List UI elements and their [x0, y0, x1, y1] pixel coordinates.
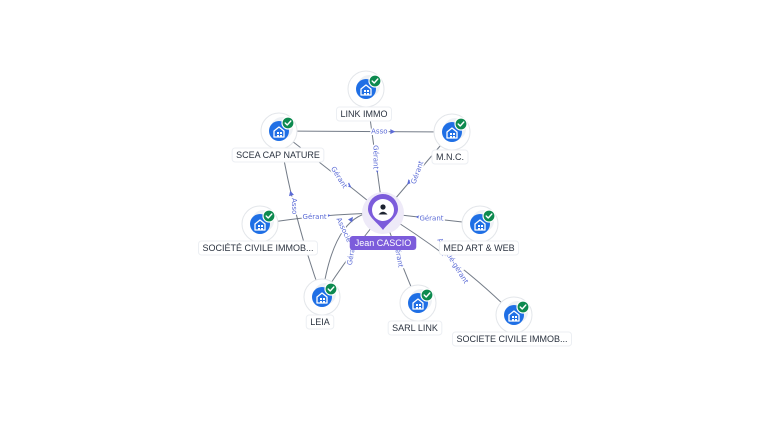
company-node-sci2[interactable]: SOCIETE CIVILE IMMOB...	[451, 296, 573, 347]
company-node-link-immo[interactable]: LINK IMMO	[335, 70, 393, 122]
node-label-text: M.N.C.	[436, 152, 464, 162]
verified-check-icon	[262, 209, 276, 223]
edge-arrow-icon	[415, 214, 421, 220]
building-icon	[360, 84, 372, 96]
node-label: SARL LINK	[387, 320, 443, 336]
verified-check-icon	[454, 117, 468, 131]
edge-arrow-icon	[374, 167, 380, 174]
node-label: LINK IMMO	[335, 106, 393, 122]
edge-label: Gérant	[371, 145, 379, 169]
center-label: Jean CASCIO	[349, 236, 417, 250]
person-icon	[378, 204, 388, 215]
building-icon	[254, 219, 266, 231]
edge-arrow-icon	[345, 182, 352, 188]
verified-check-icon	[368, 74, 382, 88]
center-inner	[372, 199, 394, 221]
edge-arrow-icon	[348, 216, 353, 223]
edge-label: Asso	[290, 198, 299, 215]
company-node-leia[interactable]: LEIA	[303, 278, 341, 330]
edge-label: Gérant	[303, 213, 327, 221]
node-label: LEIA	[305, 314, 335, 330]
verified-check-icon	[482, 209, 496, 223]
node-label-text: SOCIÉTÉ CIVILE IMMOB...	[202, 243, 313, 253]
node-label: M.N.C.	[431, 149, 469, 165]
company-node-sci1[interactable]: SOCIÉTÉ CIVILE IMMOB...	[197, 205, 319, 256]
verified-check-icon	[281, 116, 295, 130]
company-node-med-art[interactable]: MED ART & WEB	[438, 205, 520, 256]
company-node-sarl-link[interactable]: SARL LINK	[387, 284, 443, 336]
node-label-text: LINK IMMO	[340, 109, 387, 119]
node-label-text: SCEA CAP NATURE	[236, 150, 320, 160]
node-label: SOCIÉTÉ CIVILE IMMOB...	[197, 240, 319, 256]
edge-line	[278, 130, 453, 133]
node-label: MED ART & WEB	[438, 240, 520, 256]
building-icon	[412, 298, 424, 310]
building-icon	[474, 219, 486, 231]
edge-label: Gérant	[419, 215, 443, 223]
edge-arrow-icon	[407, 179, 413, 185]
building-icon	[273, 126, 285, 138]
nodes-layer: LINK IMMO SCEA CAP NATURE M.N.C. SOCIÉTÉ CI…	[197, 70, 573, 347]
edge-arrow-icon	[289, 190, 294, 197]
node-label: SOCIETE CIVILE IMMOB...	[451, 331, 573, 347]
node-label: SCEA CAP NATURE	[231, 147, 325, 163]
edge-mnc-scea: Asso	[278, 126, 453, 137]
verified-check-icon	[516, 300, 530, 314]
verified-check-icon	[324, 282, 338, 296]
node-label-text: SARL LINK	[392, 323, 438, 333]
center-label-text: Jean CASCIO	[355, 238, 412, 248]
building-icon	[508, 310, 520, 322]
company-node-mnc[interactable]: M.N.C.	[431, 113, 471, 165]
building-icon	[316, 292, 328, 304]
edge-label: Gérant	[410, 160, 426, 186]
edge-label: Gérant	[329, 165, 349, 190]
node-label-text: MED ART & WEB	[443, 243, 514, 253]
center-node[interactable]: Jean CASCIO	[349, 192, 417, 250]
edge-arrow-icon	[390, 129, 396, 135]
edge-label: Asso	[371, 128, 387, 136]
verified-check-icon	[420, 288, 434, 302]
company-node-scea[interactable]: SCEA CAP NATURE	[231, 112, 325, 163]
node-label-text: SOCIETE CIVILE IMMOB...	[456, 334, 567, 344]
edge-arrow-icon	[325, 213, 331, 219]
node-label-text: LEIA	[310, 317, 330, 327]
building-icon	[446, 127, 458, 139]
